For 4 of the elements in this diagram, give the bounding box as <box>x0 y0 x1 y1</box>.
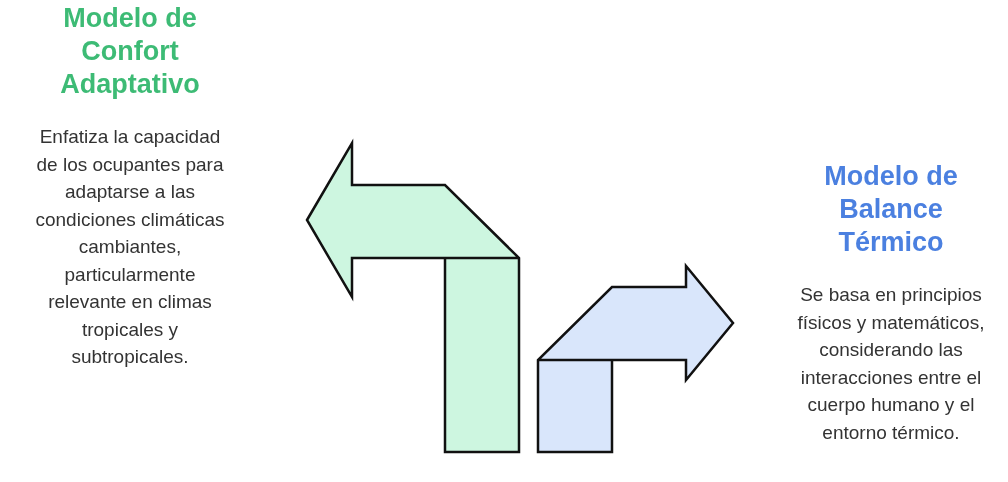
description: Se basa en principios físicos y matemáticos, considerando las interacciones entre el cuerpo humano y el entorno térmico. <box>796 283 986 445</box>
heading: Modelo de Confort Adaptativo <box>59 2 201 101</box>
heading: Modelo de Balance Térmico <box>823 160 959 259</box>
description: Enfatiza la capacidad de los ocupantes para adaptarse a las condiciones climáticas cambiantes, particularmente relevante en climas tropicales y subtropicales. <box>34 125 226 369</box>
